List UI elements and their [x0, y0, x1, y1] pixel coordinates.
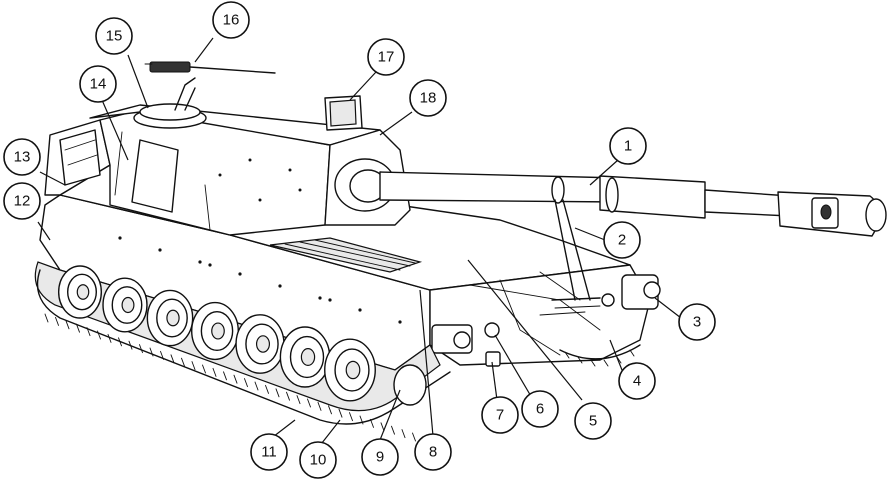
callout-11: 11	[250, 433, 288, 471]
track-shoe	[181, 357, 185, 367]
track-shoe	[65, 320, 70, 330]
track-shoe	[86, 327, 91, 337]
callout-15: 15	[95, 17, 133, 55]
track-shoe	[296, 395, 301, 405]
track-shoe	[328, 405, 332, 415]
callout-1: 1	[609, 127, 647, 165]
callout-2: 2	[603, 221, 641, 259]
track-shoe	[107, 333, 112, 343]
road-wheel	[146, 289, 194, 347]
callout-5: 5	[574, 402, 612, 440]
callout-5-label: 5	[589, 413, 597, 430]
hull-rivets	[118, 236, 402, 324]
callout-11-label: 11	[261, 444, 277, 461]
track-shoe	[170, 354, 175, 364]
callout-10: 10	[299, 441, 337, 479]
callout-1-label: 1	[624, 138, 632, 155]
callout-4-label: 4	[633, 373, 641, 390]
track-shoe	[338, 408, 343, 418]
callout-18: 18	[409, 79, 447, 117]
track-shoe	[76, 323, 80, 333]
callout-4: 4	[618, 362, 656, 400]
turret	[44, 61, 411, 236]
track-shoe	[118, 337, 122, 347]
road-wheel	[57, 265, 103, 319]
road-wheel	[191, 301, 239, 361]
callout-17-label: 17	[378, 49, 395, 66]
track-shoe	[401, 429, 406, 439]
callout-3-label: 3	[693, 314, 701, 331]
track-shoe	[149, 347, 154, 357]
road-wheel	[102, 277, 148, 333]
road-wheel	[235, 314, 285, 374]
track-shoe	[317, 401, 322, 411]
drive-sprocket	[393, 364, 427, 406]
track-shoe	[412, 432, 416, 442]
callout-13: 13	[3, 138, 41, 176]
track-shoe	[275, 388, 280, 398]
callout-15-label: 15	[106, 28, 123, 45]
track-shoe	[160, 350, 164, 360]
callout-12: 12	[3, 182, 41, 220]
track-shoe	[391, 425, 395, 435]
track-shoe	[286, 391, 290, 401]
callout-9-label: 9	[376, 449, 384, 466]
callout-7-label: 7	[496, 407, 504, 424]
track-shoe	[254, 381, 259, 391]
track-shoe	[370, 418, 374, 428]
track-shoe	[191, 361, 196, 371]
callouts: 1 2 3 4 5 6 7 8	[3, 1, 716, 479]
track-shoe	[97, 330, 101, 340]
callout-7: 7	[481, 396, 519, 434]
callout-6: 6	[521, 390, 559, 428]
track-shoe	[44, 313, 49, 323]
track-shoe	[212, 367, 217, 377]
main-gun	[379, 171, 887, 316]
callout-9: 9	[361, 438, 399, 476]
road-wheel	[324, 338, 376, 402]
track-shoe	[223, 371, 227, 381]
callout-13-label: 13	[14, 149, 31, 166]
callout-2-label: 2	[618, 232, 626, 249]
track-shoe	[55, 316, 59, 326]
callout-3: 3	[678, 303, 716, 341]
track-shoe	[244, 378, 248, 388]
callout-17: 17	[367, 38, 405, 76]
track-shoe	[265, 384, 269, 394]
track-shoe	[233, 374, 238, 384]
callout-18-label: 18	[420, 90, 437, 107]
callout-16-label: 16	[223, 12, 240, 29]
track-shoe	[380, 422, 385, 432]
track-assembly	[34, 261, 641, 442]
callout-8-label: 8	[429, 444, 437, 461]
track-shoe	[349, 412, 353, 422]
track-shoe	[307, 398, 311, 408]
track-shoe	[202, 364, 206, 374]
callout-12-label: 12	[14, 193, 31, 210]
callout-16: 16	[212, 1, 250, 39]
track-shoe	[139, 344, 143, 354]
road-wheel	[279, 326, 331, 388]
callout-10-label: 10	[310, 452, 327, 469]
callout-14-label: 14	[90, 76, 107, 93]
track-shoe	[128, 340, 133, 350]
callout-14: 14	[79, 65, 117, 103]
callout-8: 8	[414, 433, 452, 471]
callout-6-label: 6	[536, 401, 544, 418]
track-shoe	[359, 415, 364, 425]
leader-lines	[37, 37, 682, 449]
